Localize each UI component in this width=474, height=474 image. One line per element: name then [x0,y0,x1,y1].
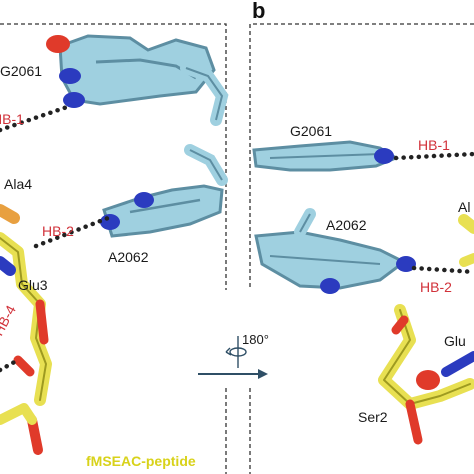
peptide-structure-right [378,214,474,445]
peptide-name-label: fMSEAC-peptide [86,453,196,469]
label-a2062-left: A2062 [108,249,149,265]
label-glu3-left: Glu3 [18,277,48,293]
label-hb2-right: HB-2 [420,279,452,295]
g2061-structure-right [252,140,400,172]
rotation-arrow [198,369,268,379]
label-glu-clipped-right: Glu [444,333,466,349]
peptide-structure-left [0,204,52,455]
label-hb1-left: HB-1 [0,111,24,127]
hbond-dots-right [393,151,474,275]
rotate-icon [225,336,247,368]
label-hb1-right: HB-1 [418,137,450,153]
rotation-indicator: 180° [198,332,269,379]
label-g2061-right: G2061 [290,123,332,139]
hbond-dots-left [0,103,111,373]
oxygen-atom-right [416,370,440,390]
g2061-structure-left [46,34,229,126]
label-a2062-right: A2062 [326,217,367,233]
left-panel-frame [0,23,227,474]
a2062-structure-left [100,144,228,238]
label-ser2-right: Ser2 [358,409,388,425]
panel-label-b: b [252,0,265,23]
rotation-label: 180° [242,332,269,347]
label-g2061-left: G2061 [0,63,42,79]
a2062-structure-right [254,208,416,294]
right-panel-frame [249,23,474,474]
label-hb2-left: HB-2 [42,223,74,239]
label-ala4-left: Ala4 [4,176,32,192]
label-hb-clipped-left: HB-4 [0,302,19,338]
label-ala-clipped-right: Al [458,199,470,215]
